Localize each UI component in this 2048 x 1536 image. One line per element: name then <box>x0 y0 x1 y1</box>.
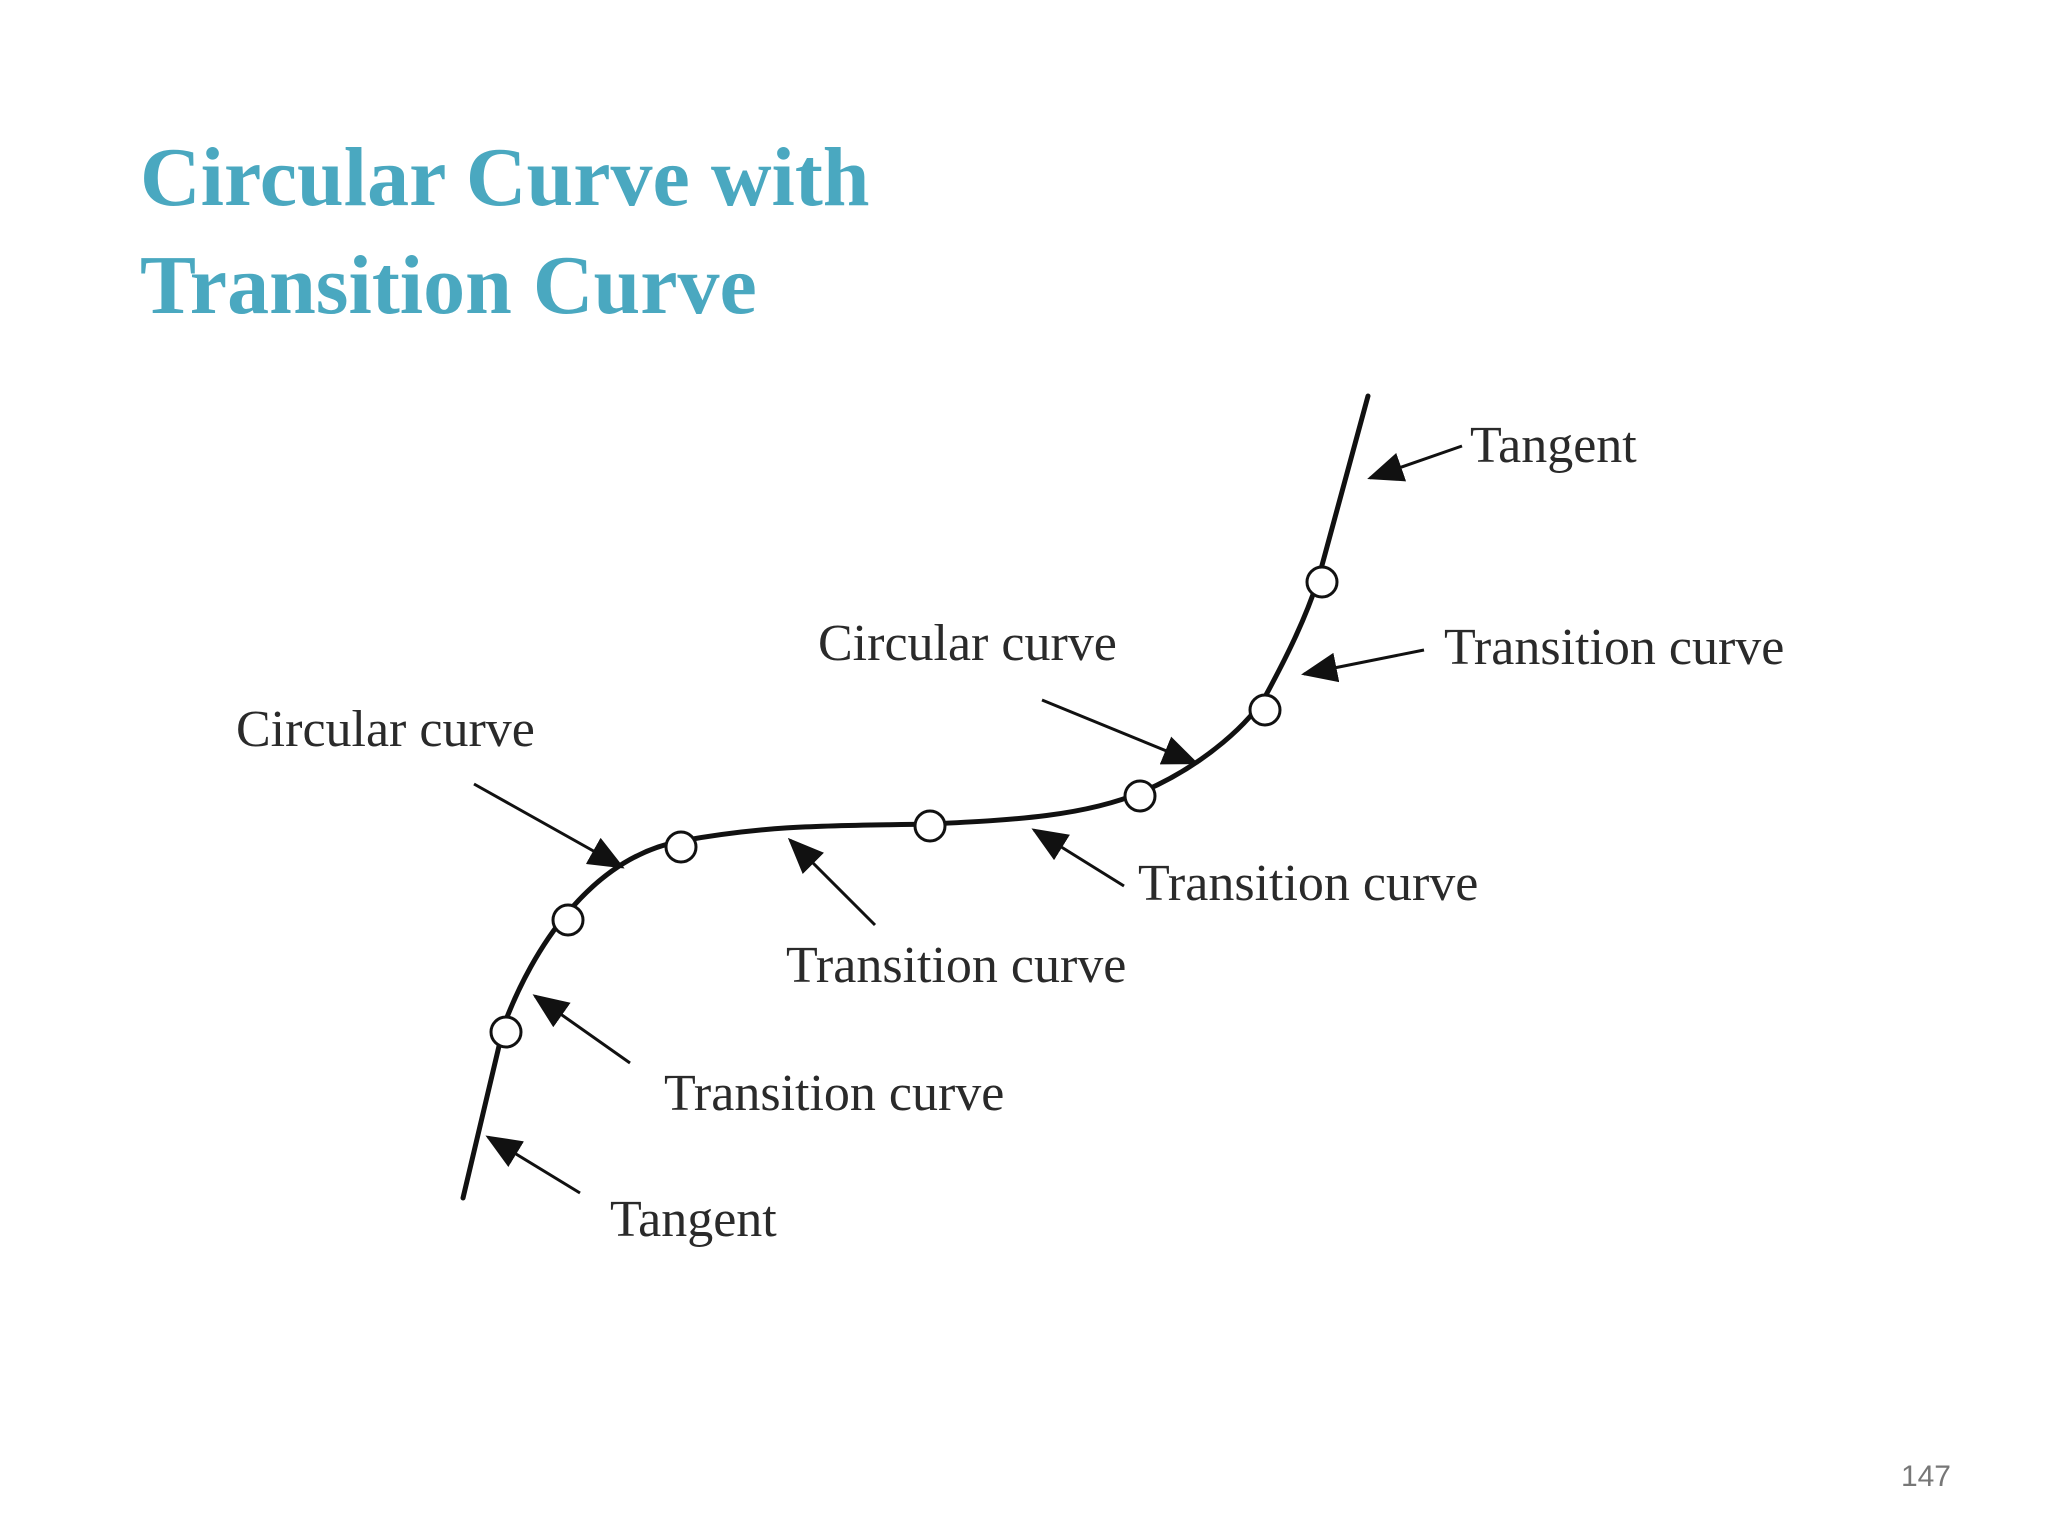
label-transition-middle: Transition curve <box>786 937 1126 994</box>
arrow-tangent-bottom <box>485 1135 581 1195</box>
tangent-point-lower <box>489 1015 523 1049</box>
curve-point-left <box>664 830 698 864</box>
arrow-transition-middle <box>787 837 877 927</box>
curve-point-lower-left <box>551 903 585 937</box>
label-circular-upper: Circular curve <box>818 615 1117 672</box>
page-number: 147 <box>1900 1460 1951 1493</box>
arrow-circular-upper <box>1041 698 1199 765</box>
curve-points <box>489 565 1339 1049</box>
arrow-tangent-top <box>1367 444 1463 482</box>
label-transition-middle-right: Transition curve <box>1138 855 1478 912</box>
curve-point-middle <box>913 809 947 843</box>
arrow-transition-top-right <box>1301 648 1425 683</box>
arrow-circular-left <box>473 782 625 869</box>
slide-title: Circular Curve with Transition Curve <box>140 124 870 340</box>
arrow-transition-middle-right <box>1031 828 1125 888</box>
label-circular-left: Circular curve <box>236 701 535 758</box>
label-transition-top-right: Transition curve <box>1444 619 1784 676</box>
diagram-labels: Tangent Transition curve Circular curve … <box>236 417 1784 1248</box>
label-tangent-top: Tangent <box>1470 417 1637 474</box>
curve-point-right <box>1123 779 1157 813</box>
tangent-point-upper <box>1305 565 1339 599</box>
annotation-arrows <box>473 444 1463 1195</box>
curve-point-upper-right <box>1248 693 1282 727</box>
label-tangent-bottom: Tangent <box>610 1191 777 1248</box>
label-transition-lower-left: Transition curve <box>664 1065 1004 1122</box>
slide-title-line-2: Transition Curve <box>140 239 757 332</box>
slide-title-line-1: Circular Curve with <box>140 131 870 224</box>
arrow-transition-lower-left <box>532 994 631 1065</box>
